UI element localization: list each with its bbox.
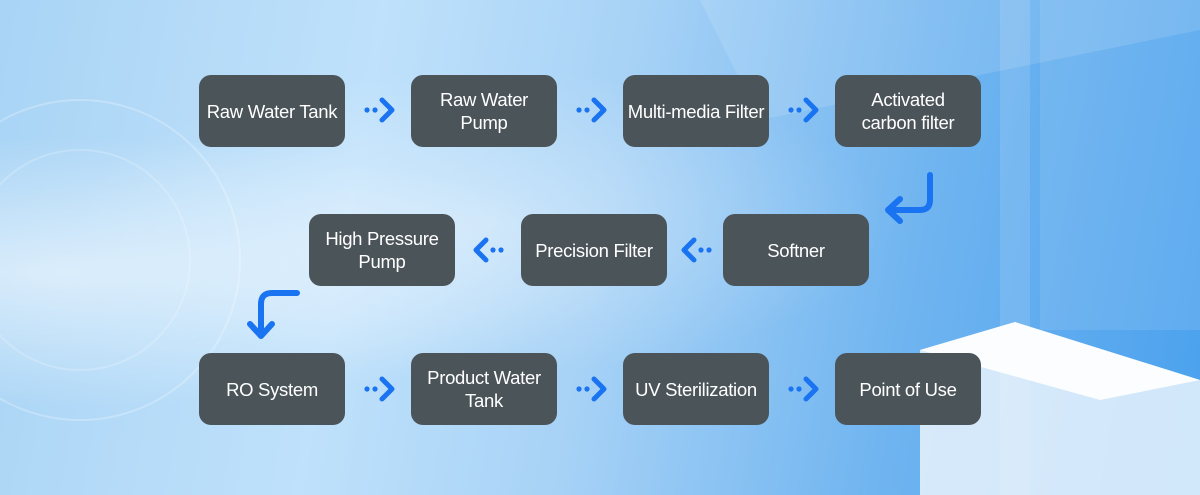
node-label: Multi-media Filter xyxy=(627,100,765,122)
node-label: RO System xyxy=(226,378,318,400)
flow-arrow-right-icon xyxy=(788,97,819,123)
flow-arrow-right-icon xyxy=(576,97,607,123)
flow-arrow-left-icon xyxy=(473,237,504,263)
node-multi-media-filter: Multi-media Filter xyxy=(623,75,769,147)
flow-arrow-right-icon xyxy=(576,376,607,402)
node-raw-water-pump: Raw Water Pump xyxy=(411,75,557,147)
node-high-pressure-pump: High Pressure Pump xyxy=(309,214,455,286)
node-label: Raw Water Tank xyxy=(206,100,338,122)
node-activated-carbon-filter: Activated carbon filter xyxy=(835,75,981,147)
flow-arrow-right-icon xyxy=(364,97,395,123)
node-label: Point of Use xyxy=(859,378,957,400)
node-label: Activated carbon filter xyxy=(861,89,955,133)
node-label: High Pressure Pump xyxy=(325,228,439,272)
node-point-of-use: Point of Use xyxy=(835,353,981,425)
node-ro-system: RO System xyxy=(199,353,345,425)
node-label: Product Water Tank xyxy=(427,367,541,411)
flow-arrow-turn-down-left-icon xyxy=(885,172,933,224)
flow-arrow-left-icon xyxy=(681,237,712,263)
node-label: Softner xyxy=(767,239,825,261)
node-uv-sterilization: UV Sterilization xyxy=(623,353,769,425)
node-label: UV Sterilization xyxy=(635,378,757,400)
node-label: Raw Water Pump xyxy=(439,89,529,133)
flow-arrow-right-icon xyxy=(364,376,395,402)
node-precision-filter: Precision Filter xyxy=(521,214,667,286)
node-product-water-tank: Product Water Tank xyxy=(411,353,557,425)
node-label: Precision Filter xyxy=(535,239,653,261)
flow-arrow-right-icon xyxy=(788,376,819,402)
flow-arrow-turn-left-down-icon xyxy=(247,290,300,339)
node-raw-water-tank: Raw Water Tank xyxy=(199,75,345,147)
node-softner: Softner xyxy=(723,214,869,286)
